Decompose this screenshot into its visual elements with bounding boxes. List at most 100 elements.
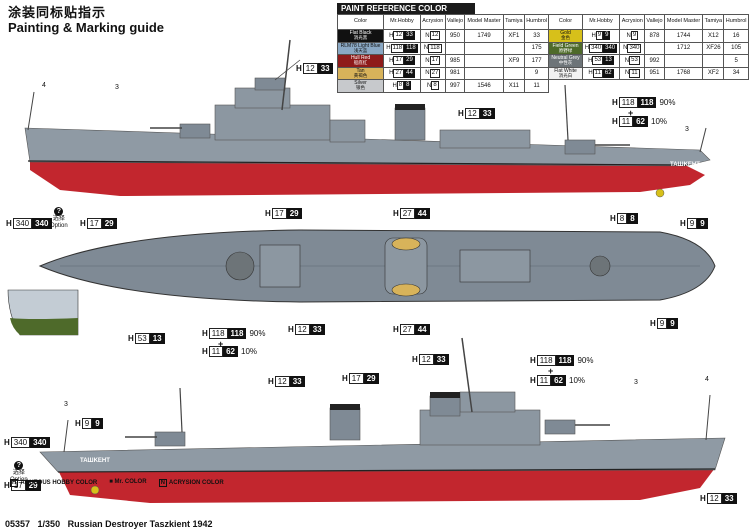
pointer-4: 4 xyxy=(705,376,709,383)
paint-reference-table: PAINT REFERENCE COLOR Color Mr.Hobby Acr… xyxy=(336,3,749,93)
kit-code: 05357 xyxy=(5,519,31,529)
plus-sign: + xyxy=(628,108,634,118)
col-color: Color xyxy=(548,14,583,30)
vallejo-code: 997 xyxy=(444,79,466,93)
model-master-code: 1546 xyxy=(464,79,504,93)
hull-grey-bottom xyxy=(39,437,726,473)
option-marker-icon: ? xyxy=(54,207,64,216)
kit-scale: 1/350 xyxy=(37,519,61,529)
paint-table-header: Color Mr.Hobby Acrysion Vallejo Model Ma… xyxy=(336,14,749,30)
pointer-4: 4 xyxy=(42,82,46,89)
side-view-top xyxy=(24,39,711,198)
humbrol-code: 11 xyxy=(523,79,550,93)
hull-red-bottom xyxy=(58,468,715,503)
col-color: Color xyxy=(336,14,385,30)
kit-name: Russian Destroyer Taszkient 1942 xyxy=(67,519,213,529)
tamiya-code: XF26 xyxy=(702,41,725,55)
col-vallejo: Vallejo xyxy=(444,14,466,30)
option-insets xyxy=(7,289,79,336)
humbrol-code: 34 xyxy=(723,66,749,80)
model-master-code: 1768 xyxy=(663,66,704,80)
pointer-3: 3 xyxy=(634,379,638,386)
hull-name-bottom: TAШKEHT xyxy=(80,458,110,464)
hull-name-top: TAШKEHT xyxy=(670,162,700,168)
col-model-master: Model Master xyxy=(663,14,704,30)
side-view-bottom xyxy=(39,337,726,503)
hull-red-top xyxy=(30,160,705,196)
legend-mr-color: ■ Mr. COLOR xyxy=(109,479,147,485)
tamiya-code: X11 xyxy=(502,79,525,93)
col-model-master: Model Master xyxy=(464,14,504,30)
plus-sign: + xyxy=(218,339,224,349)
col-mrhobby: Mr.Hobby xyxy=(383,14,421,30)
pointer-3: 3 xyxy=(115,84,119,91)
pointer-3: 3 xyxy=(64,401,68,408)
pointer-3: 3 xyxy=(685,126,689,133)
page-title: Painting & Marking guide xyxy=(8,20,165,35)
col-tamiya: Tamiya xyxy=(702,14,725,30)
option-label-bottom: ? 选择 Option xyxy=(10,461,28,483)
hull-grey-top xyxy=(24,127,711,167)
footer: 05357 1/350 Russian Destroyer Taszkient … xyxy=(5,519,213,529)
option-label-top: ? 选择 Option xyxy=(50,207,68,229)
title-chinese: 涂装同标贴指示 xyxy=(8,5,107,20)
paint-reference-heading: PAINT REFERENCE COLOR xyxy=(337,3,475,14)
vallejo-code: 951 xyxy=(644,66,665,80)
plus-sign: + xyxy=(548,366,554,376)
plan-view xyxy=(38,229,716,303)
paint-table: Color Mr.Hobby Acrysion Vallejo Model Ma… xyxy=(336,14,749,93)
option-marker-icon: ? xyxy=(14,461,24,470)
col-vallejo: Vallejo xyxy=(644,14,665,30)
tamiya-code: XF2 xyxy=(702,66,725,80)
col-tamiya: Tamiya xyxy=(502,14,525,30)
col-humbrol: Humbrol xyxy=(723,14,749,30)
